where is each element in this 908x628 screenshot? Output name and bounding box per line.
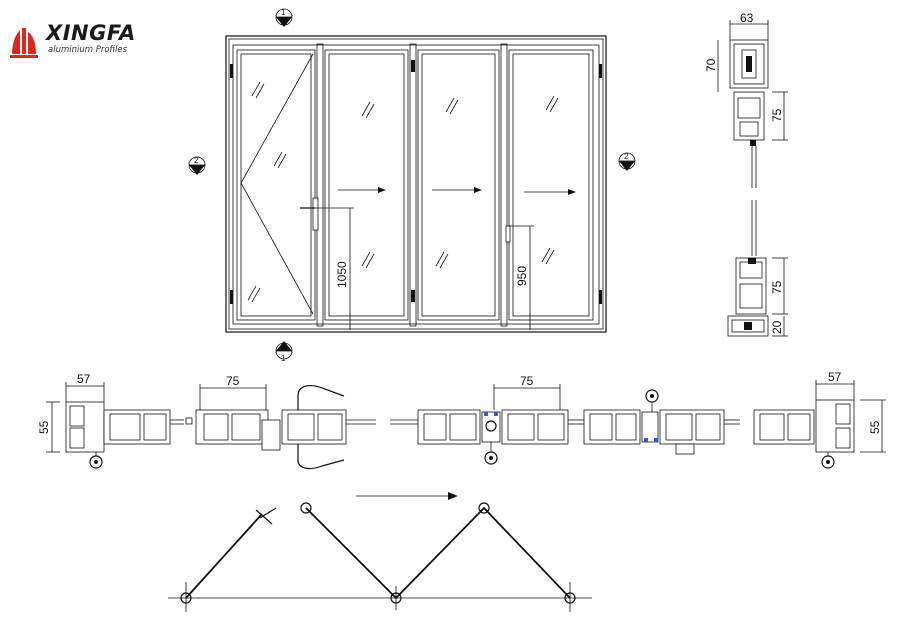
dim-left-height: 55 [37, 420, 51, 434]
brand-tagline: aluminium Profiles [48, 45, 128, 55]
dim-bottom-sash: 75 [770, 280, 784, 294]
section-marker-bottom: 1 [275, 341, 293, 363]
pivot-point-icon [180, 592, 192, 604]
dim-sash-width-2: 75 [520, 374, 534, 388]
folding-plan-diagram [168, 492, 592, 612]
pivot-point-icon [564, 592, 576, 604]
section-marker-right: 2 [618, 152, 636, 171]
flush-handle-icon [505, 225, 511, 243]
pivot-point-icon [390, 592, 402, 604]
dim-right-width: 57 [828, 370, 842, 384]
dim-top-width: 63 [740, 11, 754, 25]
lever-handle-icon [281, 385, 347, 470]
dim-right-height: 55 [868, 420, 882, 434]
dim-top-sash: 75 [770, 108, 784, 122]
svg-text:1: 1 [281, 8, 286, 17]
svg-text:2: 2 [624, 152, 629, 161]
horizontal-section: 57 55 75 75 57 55 [37, 370, 886, 470]
dim-bottom-height: 20 [770, 320, 784, 334]
pivot-point-icon [478, 502, 490, 514]
handle-height-left: 1050 [335, 261, 349, 288]
slide-direction-arrows [338, 187, 576, 195]
xingfa-logo [8, 18, 144, 66]
dim-left-width: 57 [77, 372, 91, 386]
section-marker-left: 2 [188, 156, 206, 175]
logo-mark-icon [10, 28, 38, 58]
handle-height-right: 950 [515, 266, 529, 286]
section-marker-top: 1 [275, 8, 293, 27]
dim-sash-width-1: 75 [226, 374, 240, 388]
dim-top-height: 70 [704, 58, 718, 72]
brand-name: XINGFA [46, 21, 136, 45]
vertical-section: 63 70 75 75 20 [704, 11, 788, 337]
pivot-point-icon [300, 502, 312, 514]
door-handle-icon [300, 197, 319, 231]
svg-text:2: 2 [194, 156, 199, 165]
svg-text:1: 1 [281, 354, 286, 363]
door-elevation: 1050 950 [225, 35, 607, 333]
